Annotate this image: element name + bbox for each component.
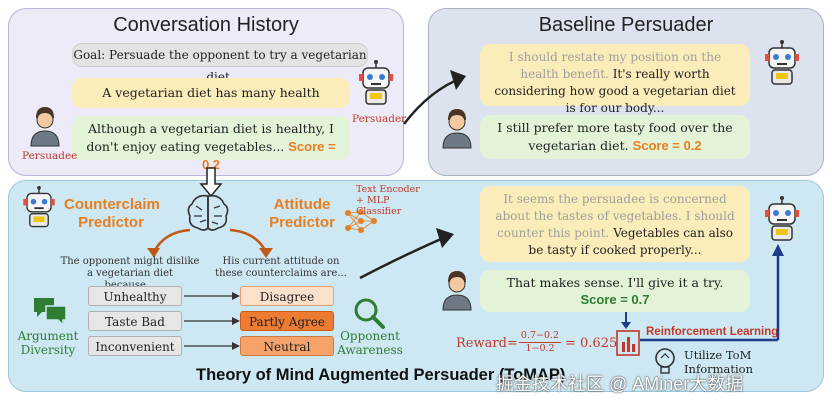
counterclaim-predictor-label: Counterclaim Predictor <box>64 196 160 231</box>
counterclaim-taste-bad: Taste Bad <box>88 311 182 331</box>
tomap-persuadee-message: That makes sense. I'll give it a try. Sc… <box>480 270 750 312</box>
goal-box: Goal: Persuade the opponent to try a veg… <box>72 43 368 84</box>
arrow-to-tomap-chat <box>359 228 454 280</box>
history-persuadee-label: Persuadee <box>22 150 78 162</box>
tomap-score: Score = 0.7 <box>580 292 650 307</box>
reward-label: Reward <box>456 336 507 351</box>
reward-equals: = <box>507 336 518 351</box>
arrow-to-baseline <box>403 70 466 125</box>
baseline-title: Baseline Persuader <box>538 14 714 36</box>
tomap-persuader-muted: It seems the persuadee is concerned abou… <box>495 192 735 240</box>
reward-value: = 0.625 <box>565 336 618 351</box>
attitude-partly-agree: Partly Agree <box>240 311 334 331</box>
baseline-persuader-muted: I should restate my position on the heal… <box>508 50 722 81</box>
brain-icon <box>187 194 229 231</box>
attitude-note: His current attitude on these countercla… <box>215 256 347 279</box>
history-persuader-label: Persuader <box>352 113 407 125</box>
attitude-neutral: Neutral <box>240 336 334 356</box>
robot-icon <box>23 186 55 228</box>
magnifier-icon <box>354 298 385 329</box>
robot-icon <box>359 60 393 105</box>
chat-bubbles-icon <box>34 298 67 327</box>
brain-arrows <box>147 228 273 258</box>
score-to-rl-arrow <box>621 312 631 329</box>
baseline-persuadee-message: I still prefer more tasty food over the … <box>480 115 750 159</box>
text-encoder-label: Text Encoder + MLP Classifier <box>356 184 420 217</box>
reward-denominator: 1−0.2 <box>525 343 555 354</box>
neural-network-icon <box>345 209 377 233</box>
counterclaim-unhealthy: Unhealthy <box>88 286 182 306</box>
rl-label: Reinforcement Learning <box>646 326 779 338</box>
conversation-history-title: Conversation History <box>113 14 299 36</box>
tomap-persuadee-text: That makes sense. I'll give it a try. <box>506 275 724 290</box>
history-persuader-message: A vegetarian diet has many health benefi… <box>72 78 350 130</box>
person-icon <box>442 271 472 311</box>
rl-feedback-arrow <box>640 244 784 342</box>
reward-numerator: 0.7−0.2 <box>519 330 561 343</box>
reward-fraction: 0.7−0.2 1−0.2 <box>519 330 561 355</box>
person-icon <box>30 107 60 147</box>
counterclaim-note: The opponent might dislike a vegetarian … <box>60 256 200 291</box>
person-icon <box>442 109 472 149</box>
baseline-persuader-text: It's really worth considering how good a… <box>494 67 736 115</box>
utilize-tom-label: Utilize ToM Information <box>684 348 754 376</box>
watermark: 掘金技术社区 @ AMiner大数据 <box>496 374 744 394</box>
baseline-persuader-message: I should restate my position on the heal… <box>480 44 750 115</box>
history-persuadee-message: Although a vegetarian diet is healthy, I… <box>72 116 350 172</box>
tomap-title: Theory of Mind Augmented Persuader (ToMA… <box>196 366 566 384</box>
bar-chart-icon <box>616 330 640 356</box>
argument-diversity-label: Argument Diversity <box>17 329 79 357</box>
baseline-score: Score = 0.2 <box>632 138 702 153</box>
baseline-persuadee-text: I still prefer more tasty food over the … <box>497 120 733 153</box>
lightbulb-icon <box>655 348 675 374</box>
attitude-predictor-label: Attitude Predictor <box>269 196 335 231</box>
robot-icon <box>765 40 799 85</box>
history-persuadee-text: Although a vegetarian diet is healthy, I… <box>86 121 334 154</box>
attitude-disagree: Disagree <box>240 286 334 306</box>
tomap-persuader-message: It seems the persuadee is concerned abou… <box>480 186 750 262</box>
claim-attitude-connectors <box>184 292 240 350</box>
arrow-down <box>199 167 223 198</box>
opponent-awareness-label: Opponent Awareness <box>337 329 403 357</box>
robot-icon <box>765 196 799 241</box>
tomap-persuader-text: Vegetables can also be tasty if cooked p… <box>528 226 733 257</box>
counterclaim-inconvenient: Inconvenient <box>88 336 182 356</box>
